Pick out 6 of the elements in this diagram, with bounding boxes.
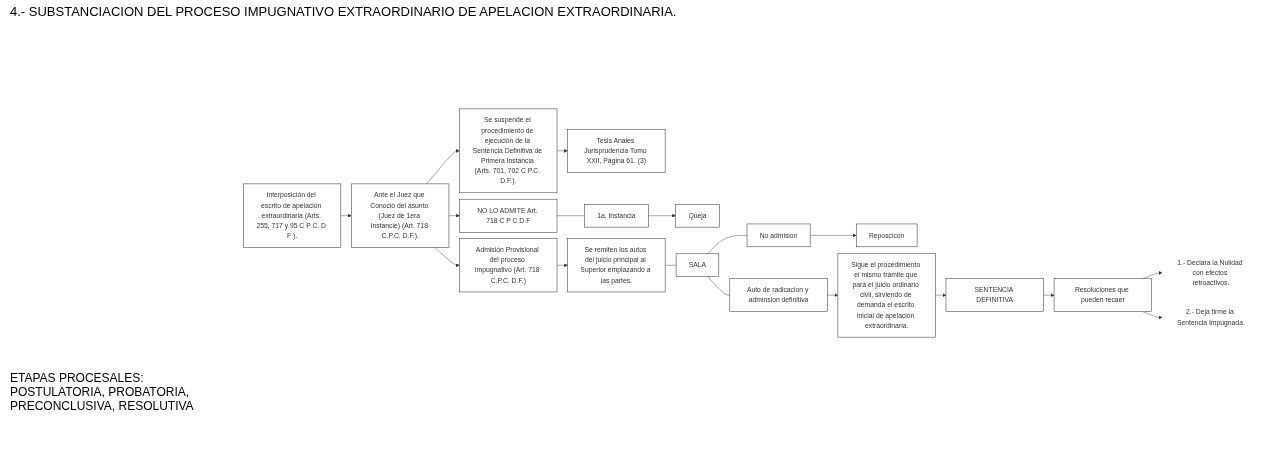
note-text: ETAPAS PROCESALES: POSTULATORIA, PROBATORIA, PRECONCLUSIVA, RESOLUTIVA — [10, 371, 195, 413]
diagram-title: 4.- SUBSTANCIACION DEL PROCESO IMPUGNATIVO EXTRAORDINARIO DE APELACION EXTRAORDINARIA. — [9, 3, 678, 21]
connector — [556, 215, 585, 216]
connector — [664, 265, 677, 266]
connector — [707, 276, 731, 296]
connector — [707, 235, 748, 255]
